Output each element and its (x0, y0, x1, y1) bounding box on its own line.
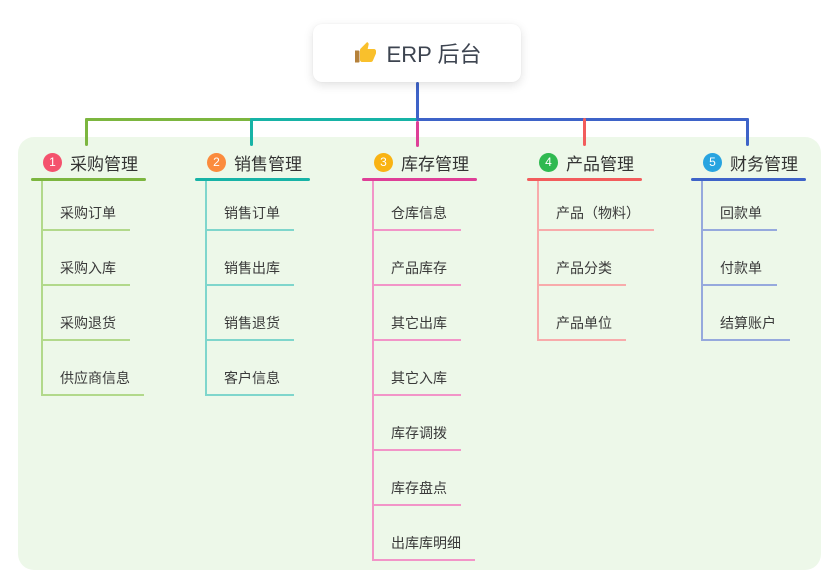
root-title: ERP 后台 (386, 42, 482, 67)
branch-item[interactable]: 采购订单 (43, 181, 130, 231)
branch-item-label: 销售退货 (224, 315, 280, 331)
branch-finance: 5 财务管理 回款单 付款单 结算账户 (691, 149, 806, 341)
branch-label: 库存管理 (401, 154, 469, 174)
branch-item-label: 其它入库 (391, 370, 447, 386)
branch-number-badge: 2 (207, 152, 226, 172)
branch-item-label: 库存调拨 (391, 425, 447, 441)
branch-item[interactable]: 付款单 (703, 231, 777, 286)
branch-number-badge: 1 (43, 152, 62, 172)
drop-line-sales (250, 118, 253, 146)
branch-item[interactable]: 库存调拨 (374, 396, 461, 451)
branch-label: 财务管理 (730, 154, 798, 174)
branch-item-label: 结算账户 (720, 315, 776, 331)
branch-header[interactable]: 5 财务管理 (691, 149, 806, 175)
branch-item-label: 其它出库 (391, 315, 447, 331)
branch-item[interactable]: 销售退货 (207, 286, 294, 341)
branch-items: 仓库信息 产品库存 其它出库 其它入库 库存调拨 库存盘点 出库库明细 (372, 181, 475, 561)
branch-item-label: 出库库明细 (391, 535, 461, 551)
branch-underline (195, 178, 310, 181)
branch-item[interactable]: 产品（物料） (539, 181, 654, 231)
drop-line-inventory (416, 121, 419, 147)
branch-item[interactable]: 仓库信息 (374, 181, 461, 231)
branch-item-label: 产品（物料） (556, 205, 640, 221)
rail-segment-3 (416, 118, 749, 121)
rail-segment-2 (250, 118, 418, 121)
branch-item[interactable]: 客户信息 (207, 341, 294, 396)
branch-item-label: 产品单位 (556, 315, 612, 331)
branch-inventory: 3 库存管理 仓库信息 产品库存 其它出库 其它入库 库存调拨 库存盘点 出库库… (362, 149, 477, 561)
branch-number-badge: 5 (703, 152, 722, 172)
branch-sales: 2 销售管理 销售订单 销售出库 销售退货 客户信息 (195, 149, 310, 396)
branch-item-label: 产品分类 (556, 260, 612, 276)
branch-item-label: 采购退货 (60, 315, 116, 331)
root-stem-line (416, 82, 419, 119)
branch-item-label: 产品库存 (391, 260, 447, 276)
branch-item[interactable]: 产品分类 (539, 231, 626, 286)
branch-item[interactable]: 采购入库 (43, 231, 130, 286)
branch-item-label: 库存盘点 (391, 480, 447, 496)
branch-item-label: 采购入库 (60, 260, 116, 276)
branch-item-label: 回款单 (720, 205, 762, 221)
branch-number-badge: 4 (539, 152, 558, 172)
branch-items: 回款单 付款单 结算账户 (701, 181, 790, 341)
drop-line-purchase (85, 118, 88, 146)
branch-item[interactable]: 产品单位 (539, 286, 626, 341)
branch-header[interactable]: 2 销售管理 (195, 149, 310, 175)
branch-product: 4 产品管理 产品（物料） 产品分类 产品单位 (527, 149, 654, 341)
branch-item[interactable]: 销售订单 (207, 181, 294, 231)
thumbs-up-icon (353, 41, 377, 65)
branch-item[interactable]: 其它出库 (374, 286, 461, 341)
branch-item-label: 客户信息 (224, 370, 280, 386)
branch-item[interactable]: 出库库明细 (374, 506, 475, 561)
branch-header[interactable]: 3 库存管理 (362, 149, 477, 175)
branch-number-badge: 3 (374, 152, 393, 172)
branch-underline (362, 178, 477, 181)
branch-item[interactable]: 产品库存 (374, 231, 461, 286)
branch-header[interactable]: 1 采购管理 (31, 149, 146, 175)
branch-items: 采购订单 采购入库 采购退货 供应商信息 (41, 181, 144, 396)
branch-items: 销售订单 销售出库 销售退货 客户信息 (205, 181, 294, 396)
branch-item-label: 销售订单 (224, 205, 280, 221)
branch-item[interactable]: 其它入库 (374, 341, 461, 396)
drop-line-product (583, 118, 586, 146)
branch-label: 产品管理 (566, 154, 634, 174)
branch-item-label: 采购订单 (60, 205, 116, 221)
branch-header[interactable]: 4 产品管理 (527, 149, 654, 175)
branch-item[interactable]: 销售出库 (207, 231, 294, 286)
branch-label: 销售管理 (234, 154, 302, 174)
branches-panel: 1 采购管理 采购订单 采购入库 采购退货 供应商信息 2 销售管理 销售订单 … (18, 137, 821, 570)
drop-line-finance (746, 118, 749, 146)
branch-underline (31, 178, 146, 181)
branch-items: 产品（物料） 产品分类 产品单位 (537, 181, 654, 341)
branch-item-label: 付款单 (720, 260, 762, 276)
branch-item[interactable]: 采购退货 (43, 286, 130, 341)
branch-purchase: 1 采购管理 采购订单 采购入库 采购退货 供应商信息 (31, 149, 146, 396)
root-node[interactable]: ERP 后台 (313, 24, 521, 82)
rail-segment-1 (85, 118, 252, 121)
branch-item[interactable]: 供应商信息 (43, 341, 144, 396)
branch-underline (527, 178, 642, 181)
branch-item-label: 供应商信息 (60, 370, 130, 386)
branch-label: 采购管理 (70, 154, 138, 174)
branch-item-label: 仓库信息 (391, 205, 447, 221)
branch-item-label: 销售出库 (224, 260, 280, 276)
branch-item[interactable]: 结算账户 (703, 286, 790, 341)
branch-item[interactable]: 回款单 (703, 181, 777, 231)
branch-item[interactable]: 库存盘点 (374, 451, 461, 506)
branch-underline (691, 178, 806, 181)
